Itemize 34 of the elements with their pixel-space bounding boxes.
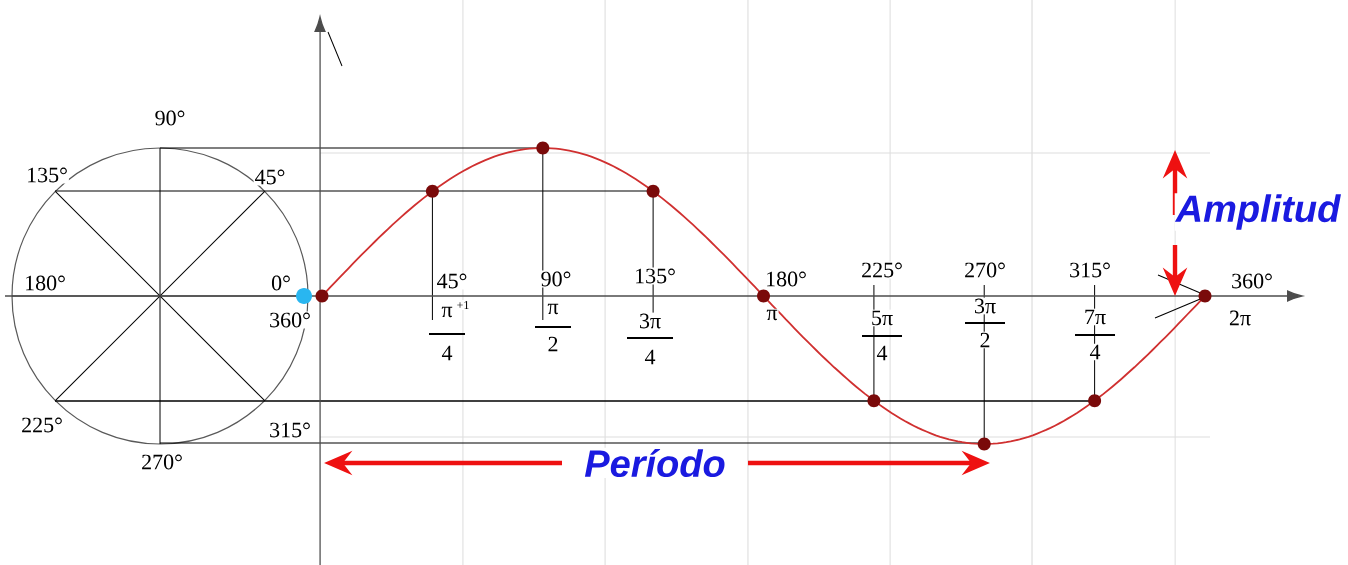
angle-label: 45° — [435, 272, 469, 290]
angle-label: 270° — [140, 453, 184, 471]
radian-label: 2π — [1227, 309, 1253, 327]
angle-label: 225° — [20, 416, 64, 434]
angle-label: 180° — [23, 274, 67, 292]
angle-label: 360° — [1230, 272, 1274, 290]
radian-label: 4 — [875, 344, 889, 362]
radian-label: 2 — [978, 331, 992, 349]
angle-label: 225° — [860, 261, 904, 279]
radian-label: 5π — [869, 309, 895, 327]
radian-label: π — [765, 308, 779, 322]
radian-label: 4 — [440, 344, 454, 362]
radian-label: 4 — [643, 348, 657, 366]
radian-label: π — [546, 302, 560, 316]
dimension-label: Amplitud — [1174, 193, 1342, 231]
angle-label: 90° — [153, 109, 187, 127]
superscript-label: +1 — [455, 300, 471, 310]
angle-label: 180° — [764, 270, 808, 288]
radian-label: π — [440, 305, 454, 319]
angle-label: 135° — [633, 267, 677, 285]
angle-label: 360° — [268, 311, 312, 329]
angle-label: 270° — [963, 261, 1007, 279]
radian-label: 7π — [1082, 308, 1108, 326]
angle-label: 315° — [1068, 261, 1112, 279]
angle-label: 45° — [253, 168, 287, 186]
angle-label: 315° — [268, 421, 312, 439]
radian-label: 4 — [1088, 343, 1102, 361]
radian-label: 2 — [546, 335, 560, 353]
radian-label: 3π — [972, 297, 998, 315]
angle-label: 90° — [539, 270, 573, 288]
angle-label: 135° — [25, 166, 69, 184]
radian-label: 3π — [637, 312, 663, 330]
angle-label: 0° — [270, 274, 292, 292]
dimension-label: Período — [583, 447, 727, 479]
